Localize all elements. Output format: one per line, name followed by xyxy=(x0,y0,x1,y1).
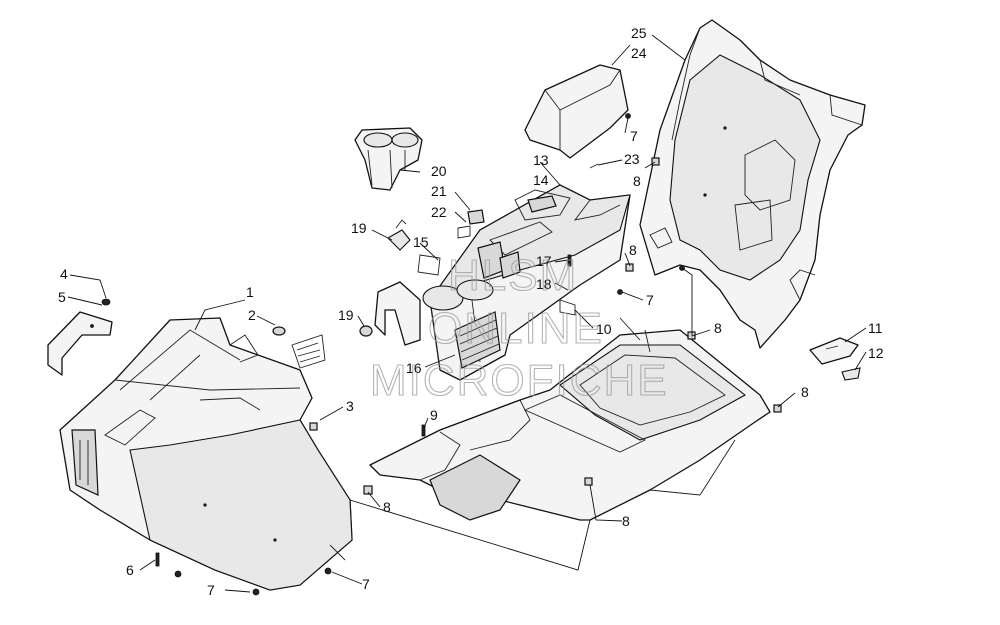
callout-24: 24 xyxy=(631,45,647,61)
callout-8-a: 8 xyxy=(383,499,391,515)
callout-22: 22 xyxy=(431,204,447,220)
watermark-line-2: ONLINE xyxy=(428,304,604,353)
callout-4: 4 xyxy=(60,266,68,282)
center-console-part xyxy=(422,184,631,381)
callout-13: 13 xyxy=(533,152,549,168)
callout-6: 6 xyxy=(126,562,134,578)
callout-3: 3 xyxy=(346,398,354,414)
callout-8-b: 8 xyxy=(622,513,630,529)
callout-17: 17 xyxy=(536,253,552,269)
watermark-line-3: MICROFICHE xyxy=(370,356,669,405)
mounting-bracket-part xyxy=(47,298,113,376)
watermark-line-1: HLSM xyxy=(448,251,578,300)
switch-plug-part xyxy=(457,209,485,239)
callout-11: 11 xyxy=(868,320,883,336)
callout-7-c: 7 xyxy=(630,128,638,144)
callout-7-b: 7 xyxy=(362,576,370,592)
callout-9: 9 xyxy=(430,407,438,423)
rear-panel-part xyxy=(639,19,866,349)
callout-20: 20 xyxy=(431,163,447,179)
front-fender-part xyxy=(59,317,353,591)
callout-15: 15 xyxy=(413,234,429,250)
callout-5: 5 xyxy=(58,289,66,305)
callout-labels: 1 2 3 4 5 6 7 7 7 7 8 8 8 8 8 8 9 10 11 … xyxy=(58,25,884,598)
callout-18: 18 xyxy=(536,276,552,292)
console-cover-part xyxy=(524,64,629,159)
callout-8-f: 8 xyxy=(629,242,637,258)
callout-19-b: 19 xyxy=(338,307,354,323)
callout-8-e: 8 xyxy=(633,173,641,189)
callout-7-a: 7 xyxy=(207,582,215,598)
callout-19-a: 19 xyxy=(351,220,367,236)
accessory-bracket-part xyxy=(359,219,441,346)
cup-holder-part xyxy=(354,127,423,191)
callout-16: 16 xyxy=(406,360,422,376)
callout-12: 12 xyxy=(868,345,884,361)
callout-14: 14 xyxy=(533,172,549,188)
callout-8-c: 8 xyxy=(714,320,722,336)
callout-25: 25 xyxy=(631,25,647,41)
watermark: HLSM ONLINE MICROFICHE xyxy=(369,250,669,405)
leader-lines xyxy=(67,34,867,593)
floor-pan-part xyxy=(369,317,771,521)
callout-8-d: 8 xyxy=(801,384,809,400)
callout-21: 21 xyxy=(431,183,447,199)
callout-1: 1 xyxy=(246,284,254,300)
callout-7-d: 7 xyxy=(646,292,654,308)
callout-10: 10 xyxy=(596,321,612,337)
callout-2: 2 xyxy=(248,307,256,323)
decal-part xyxy=(272,326,326,369)
callout-23: 23 xyxy=(624,151,640,167)
access-plate-part xyxy=(809,337,861,381)
